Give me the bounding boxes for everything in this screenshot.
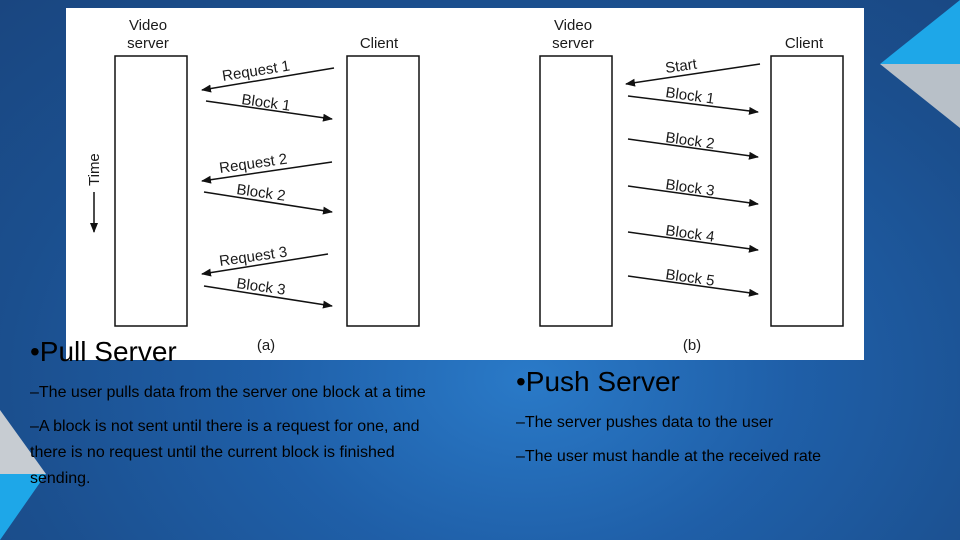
arrow-block-3-a [203, 285, 333, 309]
arrow-request-1 [201, 67, 335, 93]
time-label: Time [86, 153, 103, 186]
video-server-box-a [114, 55, 188, 327]
pull-server-point-2: –A block is not sent until there is a re… [30, 418, 420, 487]
caption-a: (a) [257, 337, 275, 354]
push-server-point-1: –The server pushes data to the user [516, 414, 774, 431]
label-block-2-b: Block 2 [664, 129, 715, 153]
arrow-block-1-b [627, 95, 759, 115]
arrow-request-3 [201, 253, 329, 277]
arrow-block-1-a [205, 100, 333, 122]
client-box-b [770, 55, 844, 327]
video-server-box-b [539, 55, 613, 327]
label-block-1-b: Block 1 [664, 84, 715, 108]
arrow-block-3-b [627, 185, 759, 207]
label-start: Start [664, 56, 699, 77]
server-label-b-line2: server [552, 35, 594, 52]
label-block-3-b: Block 3 [664, 176, 715, 200]
arrow-block-2-b [627, 138, 759, 160]
push-server-section: •Push Server –The server pushes data to … [516, 366, 916, 470]
pull-server-section: •Pull Server –The user pulls data from t… [30, 336, 430, 492]
push-server-heading: •Push Server [516, 366, 680, 397]
label-block-5-b: Block 5 [664, 266, 715, 290]
arrow-block-5-b [627, 275, 759, 297]
label-block-3-a: Block 3 [235, 275, 286, 299]
arrow-block-4-b [627, 231, 759, 253]
server-label-a-line2: server [127, 35, 169, 52]
pull-server-heading: •Pull Server [30, 336, 177, 367]
pull-push-diagram: Video server Client Time Request 1 Block… [86, 17, 844, 354]
diagram-panel: Video server Client Time Request 1 Block… [66, 8, 864, 360]
arrow-block-2-a [203, 191, 333, 215]
arrow-request-2 [201, 161, 333, 184]
arrow-start [625, 63, 761, 87]
label-block-4-b: Block 4 [664, 222, 715, 246]
server-label-b-line1: Video [554, 17, 592, 34]
server-label-a-line1: Video [129, 17, 167, 34]
caption-b: (b) [683, 337, 701, 354]
client-box-a [346, 55, 420, 327]
corner-decoration-bottom-left [0, 410, 46, 540]
corner-decoration-top-right [880, 0, 960, 128]
label-block-1-a: Block 1 [240, 91, 291, 115]
push-server-point-2: –The user must handle at the received ra… [516, 448, 822, 465]
label-block-2-a: Block 2 [235, 181, 286, 205]
client-label-a: Client [360, 35, 399, 52]
pull-server-point-1: –The user pulls data from the server one… [30, 384, 426, 401]
client-label-b: Client [785, 35, 824, 52]
